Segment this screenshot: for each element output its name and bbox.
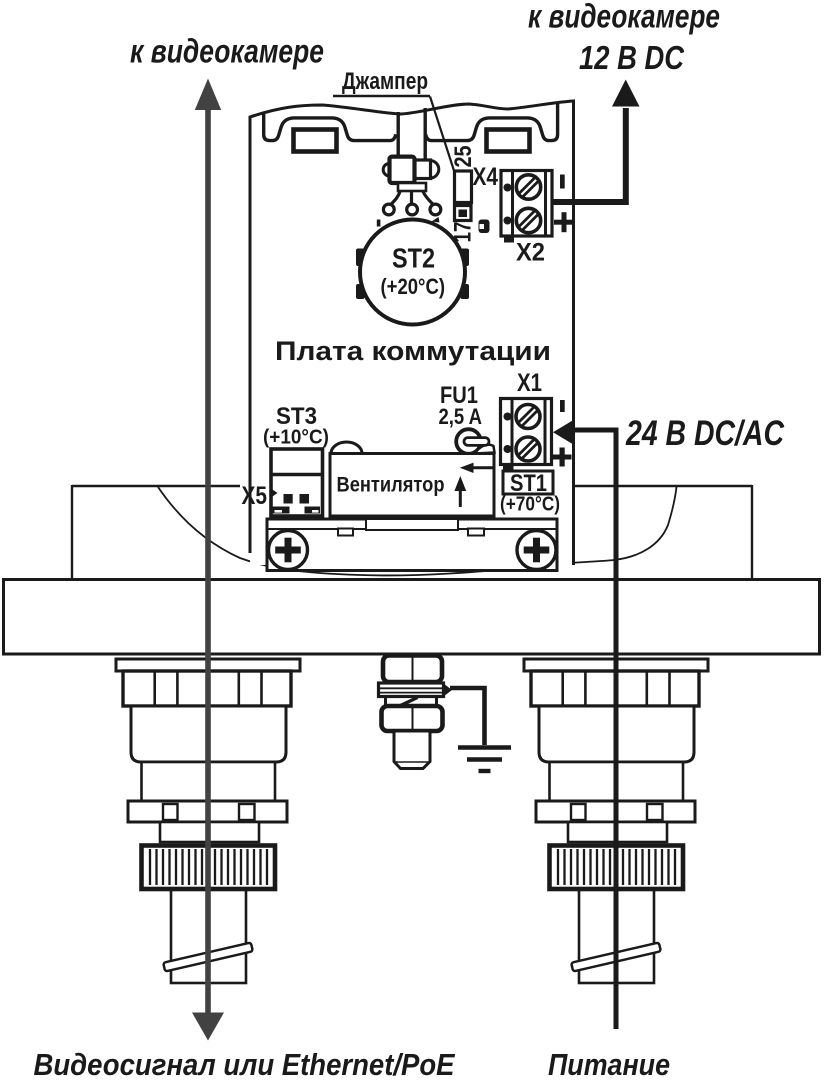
svg-text:Питание: Питание <box>548 1047 670 1080</box>
svg-text:(+70°C): (+70°C) <box>500 494 560 516</box>
svg-text:X4: X4 <box>473 163 499 191</box>
svg-text:X2: X2 <box>516 239 545 267</box>
svg-text:Видеосигнал или Ethernet/PoE: Видеосигнал или Ethernet/PoE <box>34 1047 456 1080</box>
svg-text:(+10°C): (+10°C) <box>263 426 329 449</box>
svg-text:к видеокамере: к видеокамере <box>130 33 324 70</box>
svg-text:2,5 A: 2,5 A <box>439 404 483 429</box>
svg-text:X1: X1 <box>517 369 542 397</box>
svg-text:Джампер: Джампер <box>342 68 428 95</box>
svg-text:ST2: ST2 <box>392 243 435 274</box>
svg-text:X5: X5 <box>242 482 268 510</box>
svg-text:ST3: ST3 <box>276 403 317 430</box>
svg-text:24 В DC/AC: 24 В DC/AC <box>625 413 785 453</box>
svg-text:Плата коммутации: Плата коммутации <box>275 336 551 366</box>
svg-text:Вентилятор: Вентилятор <box>337 474 445 497</box>
svg-text:(+20°C): (+20°C) <box>381 274 446 299</box>
svg-text:ST1: ST1 <box>510 470 547 497</box>
svg-text:12 В DC: 12 В DC <box>579 39 685 76</box>
svg-text:25: 25 <box>450 146 477 168</box>
svg-text:FU1: FU1 <box>440 382 478 409</box>
svg-text:17: 17 <box>450 222 477 243</box>
svg-text:к видеокамере: к видеокамере <box>528 0 720 35</box>
